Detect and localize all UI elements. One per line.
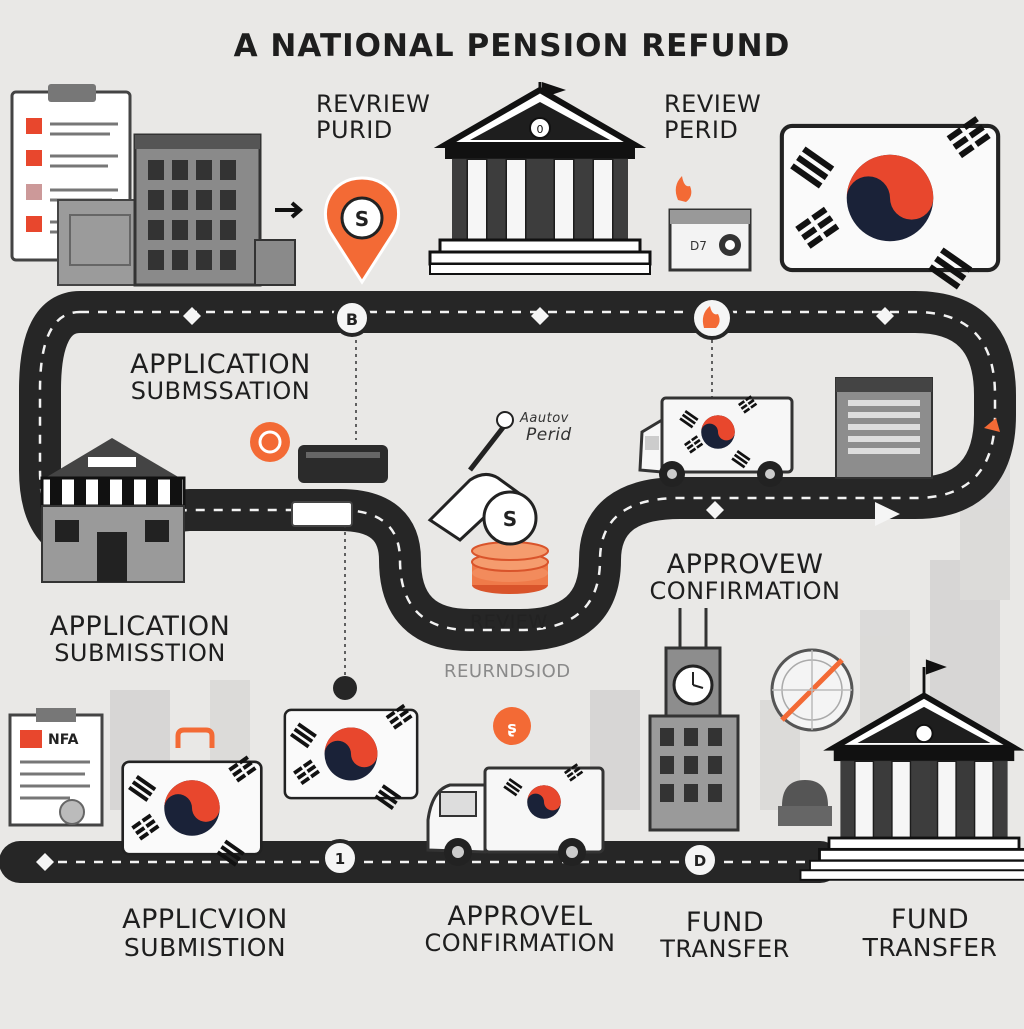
storefront-icon (42, 438, 184, 582)
label-review-faint: REURNDSIOD (444, 662, 571, 681)
korean-flag-icon (782, 116, 998, 289)
compass-icon (772, 650, 852, 730)
svg-text:1: 1 (335, 850, 345, 868)
diagram-title: A NATIONAL PENSION REFUND (0, 30, 1024, 63)
camera-box-icon: D7 (670, 176, 750, 270)
truck-icon (640, 395, 792, 487)
nfa-document-icon: NFA (10, 708, 102, 825)
clock-tower-icon (650, 608, 738, 830)
marker-text: B (346, 310, 358, 329)
coin-icon (250, 422, 290, 462)
svg-text:ʂ: ʂ (507, 718, 517, 737)
arrow-icon (275, 203, 300, 217)
government-building-icon: 0 (430, 82, 650, 274)
road-marker-2 (692, 298, 732, 338)
label-review-center: REVIEW (470, 612, 548, 633)
svg-text:0: 0 (537, 123, 544, 136)
svg-text:D: D (694, 852, 706, 870)
road-marker-4: D (683, 843, 717, 877)
bank-building-icon (836, 378, 932, 478)
svg-text:S: S (355, 207, 369, 231)
delivery-truck-icon (428, 763, 603, 866)
orange-badge-icon: ʂ (493, 707, 531, 745)
korean-flag-board-icon (285, 704, 417, 810)
svg-text:D7: D7 (690, 239, 707, 253)
map-pin-icon: S (325, 178, 398, 282)
road-marker-3: 1 (323, 841, 357, 875)
svg-text:S: S (503, 507, 517, 531)
svg-text:NFA: NFA (48, 732, 79, 748)
road-marker-1: B (335, 301, 369, 335)
end-dot (333, 676, 357, 700)
